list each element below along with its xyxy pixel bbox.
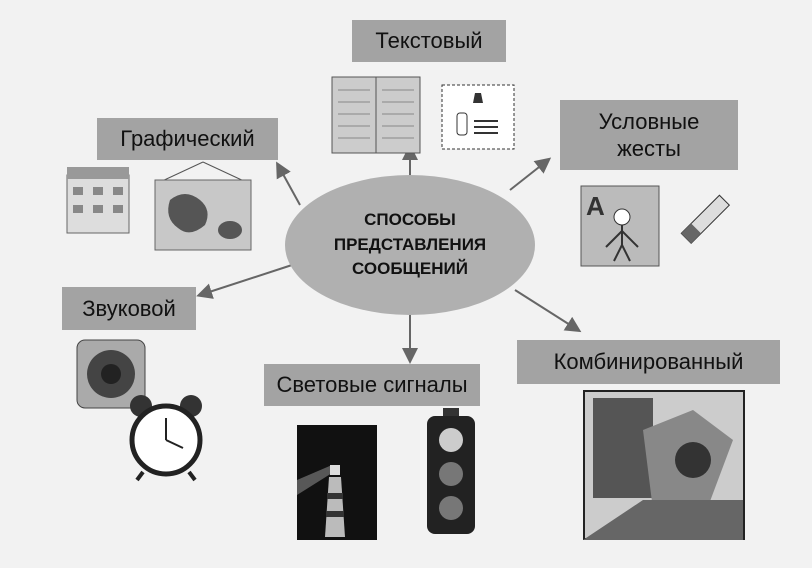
center-title-line2: ПРЕДСТАВЛЕНИЯ: [333, 234, 487, 254]
node-light: Световые сигналы: [264, 364, 480, 406]
speaker-icon: [76, 339, 146, 409]
center-title-line3: СООБЩЕНИЙ: [352, 259, 468, 279]
book-icon: [331, 76, 421, 154]
lighthouse-icon: [297, 425, 377, 540]
node-text: Текстовый: [352, 20, 506, 62]
combined-picture-icon: [583, 390, 745, 540]
calendar-icon: [66, 167, 130, 234]
pencil-icon: [680, 194, 731, 245]
gesture-card-icon: A: [580, 185, 660, 267]
sign-icon: [441, 84, 515, 150]
arrow-graphic: [276, 161, 301, 206]
node-graphic: Графический: [97, 118, 278, 160]
arrow-sound: [196, 264, 293, 299]
node-combined: Комбинированный: [517, 340, 780, 384]
alarm-clock-icon: [129, 395, 203, 482]
node-sound: Звуковой: [62, 287, 196, 330]
arrow-gestures: [509, 157, 552, 191]
gestures-line1: Условные: [598, 108, 700, 134]
svg-text:A: A: [586, 191, 605, 221]
traffic-light-icon: [427, 408, 475, 534]
map-icon: [154, 161, 252, 251]
arrow-combined: [514, 289, 582, 333]
center-ellipse: СПОСОБЫ ПРЕДСТАВЛЕНИЯ СООБЩЕНИЙ: [285, 175, 535, 315]
center-title-line1: СПОСОБЫ: [364, 210, 456, 230]
gestures-line2: жесты: [617, 136, 681, 161]
